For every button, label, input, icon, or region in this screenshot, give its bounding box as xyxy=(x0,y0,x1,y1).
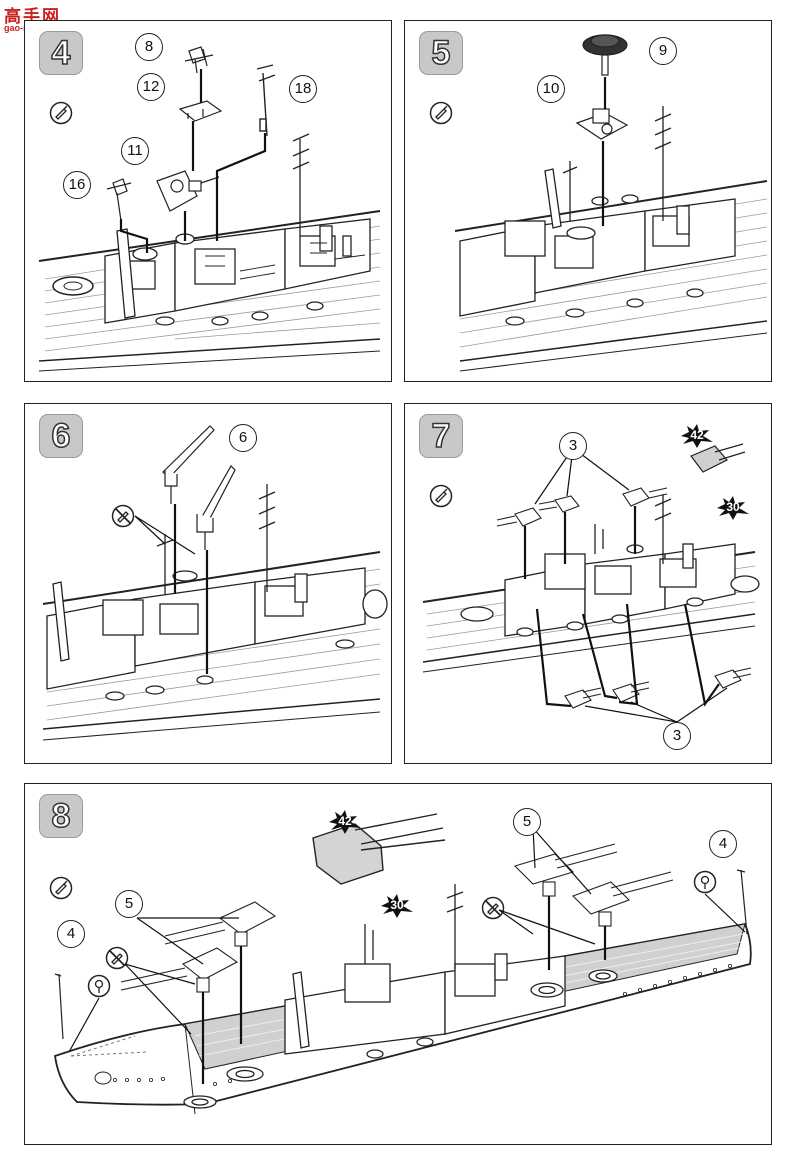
part-callout-16: 16 xyxy=(63,171,91,199)
step-number-badge: 8 xyxy=(39,794,83,838)
part-callout-6: 6 xyxy=(229,424,257,452)
part-callout-3-top: 3 xyxy=(559,432,587,460)
paint-star-icon xyxy=(381,894,413,918)
step-number-badge: 4 xyxy=(39,31,83,75)
part-callout-12: 12 xyxy=(137,73,165,101)
pin-location-icon xyxy=(693,870,717,894)
step-8-drawing xyxy=(54,813,752,1115)
part-callout-4-stern: 4 xyxy=(57,920,85,948)
paint-star-icon xyxy=(681,424,713,448)
step-5-panel: 5 xyxy=(404,20,772,382)
step-6-drawing xyxy=(42,425,388,744)
step-number-badge: 5 xyxy=(419,31,463,75)
no-glue-icon xyxy=(105,946,129,970)
part-callout-18: 18 xyxy=(289,75,317,103)
pin-location-icon xyxy=(87,974,111,998)
glue-tube-icon xyxy=(49,101,73,125)
glue-tube-icon xyxy=(429,484,453,508)
step-7-panel: 7 xyxy=(404,403,772,764)
paint-star-icon xyxy=(329,810,361,834)
paint-code-30: 30 xyxy=(390,898,404,912)
paint-code-30: 30 xyxy=(726,500,740,514)
part-callout-4-bow: 4 xyxy=(709,830,737,858)
no-glue-icon xyxy=(481,896,505,920)
step-5-drawing xyxy=(454,34,768,372)
paint-code-42: 42 xyxy=(690,428,704,442)
part-callout-8: 8 xyxy=(135,33,163,61)
paint-code-42: 42 xyxy=(338,814,352,828)
no-glue-icon xyxy=(111,504,135,528)
part-callout-10: 10 xyxy=(537,75,565,103)
part-callout-3-bottom: 3 xyxy=(663,722,691,750)
step-8-panel: 8 xyxy=(24,783,772,1145)
step-4-panel: 4 xyxy=(24,20,392,382)
step-number-badge: 7 xyxy=(419,414,463,458)
part-callout-5-aft: 5 xyxy=(115,890,143,918)
step-7-drawing xyxy=(422,443,760,723)
step-6-panel: 6 xyxy=(24,403,392,764)
glue-tube-icon xyxy=(429,101,453,125)
part-callout-9: 9 xyxy=(649,37,677,65)
part-callout-11: 11 xyxy=(121,137,149,165)
part-callout-5-fwd: 5 xyxy=(513,808,541,836)
step-4-drawing xyxy=(38,46,381,376)
paint-star-icon xyxy=(717,496,749,520)
glue-tube-icon xyxy=(49,876,73,900)
step-number-badge: 6 xyxy=(39,414,83,458)
